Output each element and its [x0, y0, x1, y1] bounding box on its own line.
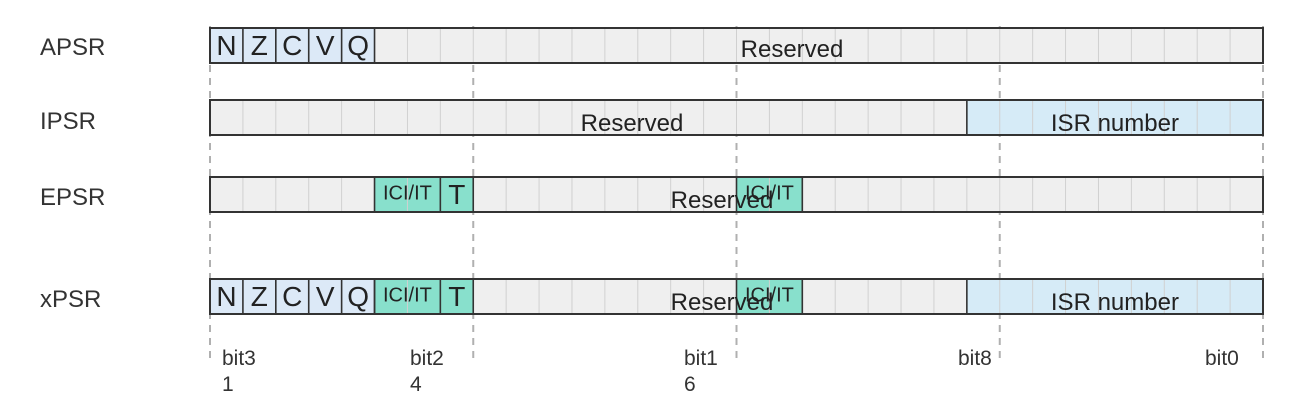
- bit-marker-text-2: 6: [684, 373, 696, 396]
- bit-marker-0: bit0: [1205, 346, 1239, 372]
- register-border-ipsr: [209, 99, 1264, 136]
- t-bit-field-xpsr: [440, 279, 474, 314]
- register-label-ipsr: IPSR: [40, 108, 97, 135]
- t-bit-label-xpsr: T: [448, 281, 465, 312]
- bit-marker-text: bit8: [958, 347, 992, 370]
- ici-it-label-high-xpsr: ICI/IT: [383, 285, 432, 307]
- register-border-apsr: [209, 27, 1264, 64]
- flag-q-xpsr: Q: [347, 281, 369, 312]
- flag-c-apsr: C: [282, 30, 302, 61]
- bit-marker-8: bit8: [958, 346, 992, 372]
- flag-q-apsr: Q: [347, 30, 369, 61]
- register-label-epsr: EPSR: [40, 184, 106, 211]
- bit-marker-text: bit0: [1205, 347, 1239, 370]
- register-label-xpsr: xPSR: [40, 286, 102, 313]
- bit-marker-text: bit2: [410, 347, 444, 370]
- flag-n-xpsr: N: [216, 281, 236, 312]
- flag-field-apsr: [210, 28, 375, 63]
- isr-field-xpsr: [966, 279, 1263, 314]
- bit-marker-text-2: 4: [410, 373, 422, 396]
- bit-marker-31: bit3 1: [222, 346, 256, 398]
- register-label-apsr: APSR: [40, 34, 106, 61]
- bit-marker-text: bit1: [684, 347, 718, 370]
- reserved-label-apsr: Reserved: [741, 36, 844, 63]
- flag-v-apsr: V: [316, 30, 335, 61]
- ici-it-label-low-xpsr: ICI/IT: [745, 285, 794, 307]
- register-border-xpsr: [209, 278, 1264, 315]
- reserved-label-epsr: Reserved: [671, 187, 774, 214]
- flag-n-apsr: N: [216, 30, 236, 61]
- bit-marker-24: bit2 4: [410, 346, 444, 398]
- isr-number-label-ipsr: ISR number: [1051, 110, 1179, 137]
- t-bit-label-epsr: T: [448, 179, 465, 210]
- reserved-label-xpsr: Reserved: [671, 289, 774, 316]
- ici-it-label-high-epsr: ICI/IT: [383, 183, 432, 205]
- register-border-epsr: [209, 176, 1264, 213]
- bit-marker-16: bit1 6: [684, 346, 718, 398]
- flag-z-xpsr: Z: [251, 281, 268, 312]
- t-bit-field-epsr: [440, 177, 474, 212]
- flag-v-xpsr: V: [316, 281, 335, 312]
- bit-marker-text-2: 1: [222, 373, 234, 396]
- flag-field-xpsr: [210, 279, 375, 314]
- reserved-label-ipsr: Reserved: [581, 110, 684, 137]
- ici-it-label-low-epsr: ICI/IT: [745, 183, 794, 205]
- flag-c-xpsr: C: [282, 281, 302, 312]
- isr-field-ipsr: [966, 100, 1263, 135]
- flag-z-apsr: Z: [251, 30, 268, 61]
- isr-number-label-xpsr: ISR number: [1051, 289, 1179, 316]
- bit-marker-text: bit3: [222, 347, 256, 370]
